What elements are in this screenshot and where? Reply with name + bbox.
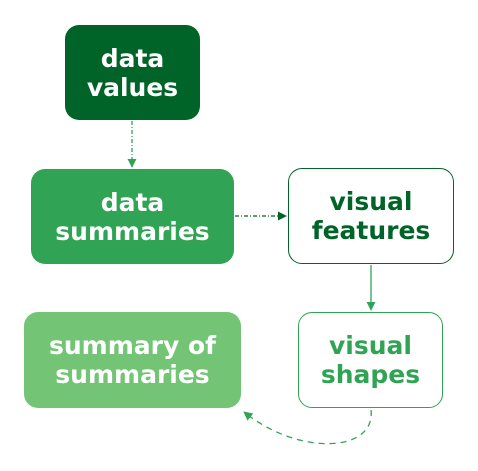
node-data-values: data values [65,25,200,120]
node-visual-features: visual features [288,168,454,264]
node-summary-of-summaries: summary of summaries [24,312,241,408]
node-summary-of-summaries-line1: summary of [48,331,217,360]
node-summary-of-summaries-line2: summaries [55,360,210,389]
edge-shapes-to-summary-of-summaries [243,409,372,445]
node-data-values-line2: values [86,72,179,102]
node-data-values-line1: data [100,43,165,73]
node-visual-features-line2: features [311,216,431,245]
node-data-summaries: data summaries [31,169,234,264]
node-data-summaries-line2: summaries [55,216,210,246]
node-visual-shapes-line1: visual [329,331,412,360]
node-visual-shapes: visual shapes [298,312,443,408]
node-visual-features-line1: visual [329,187,413,216]
node-data-summaries-line1: data [100,187,165,217]
node-visual-shapes-line2: shapes [320,360,421,389]
